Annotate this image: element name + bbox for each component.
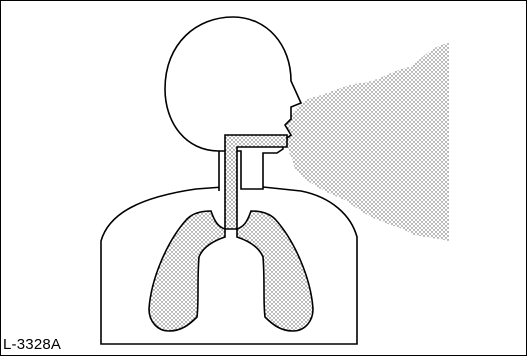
figure-label: L-3328A bbox=[3, 337, 61, 352]
